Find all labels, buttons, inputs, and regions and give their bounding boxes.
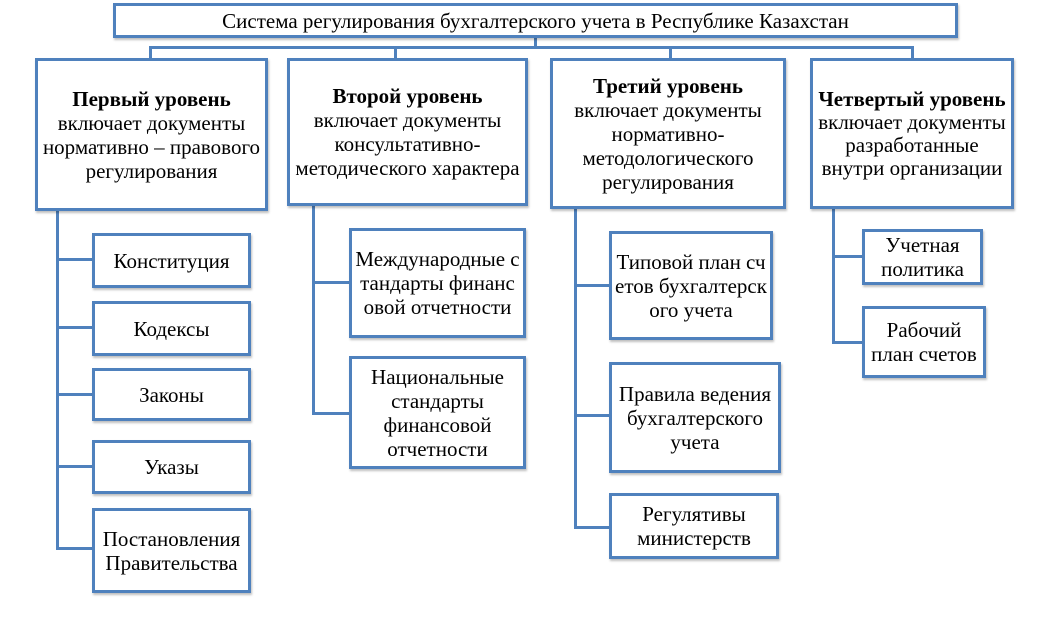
- connector: [574, 206, 577, 529]
- level-name: Первый уровень: [72, 86, 231, 111]
- item-box: Правила ведения бухгалтерского учета: [609, 362, 781, 473]
- item-text: Типовой план счетов бухгалтерского учета: [615, 249, 767, 322]
- level-2-box: Второй уровень включает документы консул…: [287, 58, 528, 206]
- connector: [56, 258, 93, 261]
- connector: [534, 36, 537, 49]
- item-box: Рабочий план счетов: [862, 306, 986, 378]
- connector: [56, 393, 93, 396]
- connector: [832, 206, 835, 344]
- level-1-box: Первый уровень включает документы нормат…: [35, 58, 268, 211]
- level-desc: включает документы разработанные внутри …: [818, 109, 1006, 180]
- connector: [832, 341, 863, 344]
- connector: [669, 46, 672, 59]
- level-4-box: Четвертый уровень включает документы раз…: [810, 58, 1014, 209]
- connector: [56, 326, 93, 329]
- level-desc: включает документы консультативно-методи…: [295, 108, 520, 180]
- connector: [394, 46, 397, 59]
- item-box: Кодексы: [92, 301, 251, 356]
- item-text: Международные стандарты финансовой отчет…: [355, 247, 520, 319]
- connector: [312, 204, 315, 415]
- connector: [574, 284, 610, 287]
- title-text: Система регулирования бухгалтерского уче…: [222, 8, 849, 33]
- item-text: Конституция: [113, 248, 230, 273]
- item-box: Законы: [92, 368, 251, 421]
- connector: [56, 465, 93, 468]
- item-box: Международные стандарты финансовой отчет…: [349, 228, 526, 338]
- connector: [832, 255, 863, 258]
- connector: [149, 46, 152, 59]
- connector: [312, 412, 350, 415]
- connector: [312, 281, 350, 284]
- connector: [56, 208, 59, 550]
- item-text: Учетная политика: [881, 233, 964, 281]
- item-text: Рабочий план счетов: [871, 318, 977, 366]
- connector: [574, 526, 610, 529]
- item-box: Учетная политика: [862, 229, 983, 285]
- level-3-box: Третий уровень включает документы нормат…: [550, 58, 786, 209]
- level-desc: включает документы нормативно-методологи…: [574, 97, 762, 194]
- item-text: Регулятивы министерств: [637, 502, 751, 550]
- item-text: Указы: [144, 455, 199, 479]
- item-box: Постановления Правительства: [92, 508, 251, 593]
- connector: [149, 46, 914, 49]
- item-text: Правила ведения бухгалтерского учета: [618, 381, 772, 454]
- level-desc: включает документы нормативно – правовог…: [42, 110, 261, 183]
- item-box: Указы: [92, 440, 251, 494]
- item-text: Кодексы: [133, 316, 210, 341]
- connector: [911, 46, 914, 59]
- level-name: Второй уровень: [332, 84, 483, 108]
- item-text: Законы: [139, 382, 204, 407]
- item-box: Типовой план счетов бухгалтерского учета: [609, 231, 773, 340]
- item-text: Национальные стандарты финансовой отчетн…: [371, 364, 504, 461]
- item-box: Конституция: [92, 233, 251, 288]
- connector: [574, 414, 610, 417]
- title-box: Система регулирования бухгалтерского уче…: [113, 3, 958, 38]
- item-box: Регулятивы министерств: [609, 493, 779, 559]
- item-text: Постановления Правительства: [102, 526, 241, 575]
- connector: [56, 547, 93, 550]
- level-name: Третий уровень: [593, 73, 743, 98]
- item-box: Национальные стандарты финансовой отчетн…: [349, 356, 526, 469]
- level-name: Четвертый уровень: [818, 86, 1006, 111]
